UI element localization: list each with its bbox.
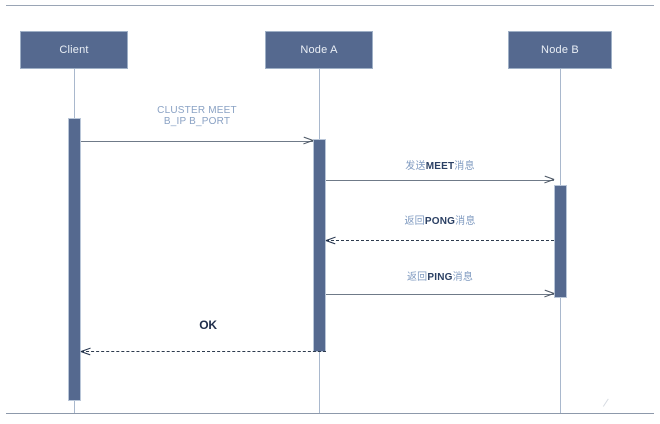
- message-label-cluster-meet: CLUSTER MEET B_IP B_PORT: [127, 105, 267, 127]
- participant-node-a[interactable]: Node A: [265, 31, 373, 69]
- message-label-return-ping-suffix: 消息: [452, 272, 474, 283]
- message-label-ok: OK: [199, 318, 217, 332]
- message-line-cluster-meet: [81, 141, 313, 142]
- participant-node-b-label: Node B: [541, 44, 579, 56]
- message-label-send-meet-prefix: 发送: [405, 161, 426, 172]
- message-label-send-meet: 发送MEET消息: [380, 157, 500, 172]
- message-label-return-pong-prefix: 返回: [404, 216, 425, 227]
- message-line-return-pong: [326, 240, 554, 241]
- message-label-return-ping-prefix: 返回: [406, 272, 428, 283]
- activation-bar-node-b: [554, 185, 567, 298]
- activation-bar-client: [68, 118, 81, 401]
- participant-node-a-label: Node A: [300, 44, 338, 56]
- participant-client[interactable]: Client: [20, 31, 128, 69]
- message-label-return-pong: 返回PONG消息: [380, 212, 500, 227]
- participant-node-b[interactable]: Node B: [508, 31, 612, 69]
- message-line-ok: [81, 351, 326, 352]
- participant-client-label: Client: [59, 44, 89, 56]
- message-label-return-ping-emphasis: PING: [427, 272, 453, 283]
- message-line-send-meet: [326, 180, 554, 181]
- message-label-send-meet-suffix: 消息: [454, 161, 475, 172]
- diagram-bottom-rule: [6, 413, 654, 414]
- diagram-top-rule: [6, 5, 654, 6]
- message-label-return-ping: 返回PING消息: [380, 268, 500, 283]
- message-line-return-ping: [326, 294, 554, 295]
- message-label-return-pong-emphasis: PONG: [424, 216, 456, 227]
- activation-bar-node-a: [313, 139, 326, 352]
- message-label-return-pong-suffix: 消息: [455, 216, 476, 227]
- message-label-send-meet-emphasis: MEET: [425, 161, 455, 172]
- message-label-cluster-meet-line2: B_IP B_PORT: [163, 116, 231, 127]
- scan-artifact-mark: /: [601, 395, 610, 411]
- message-label-cluster-meet-line1: CLUSTER MEET: [157, 105, 237, 116]
